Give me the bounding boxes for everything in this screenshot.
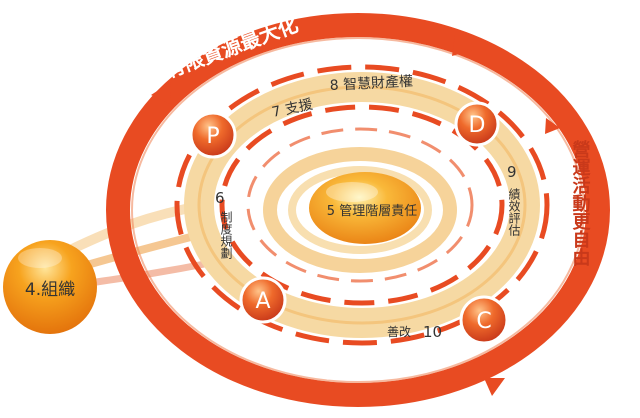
center-node: 5 管理階層責任 xyxy=(309,172,421,244)
act-letter: A xyxy=(255,289,270,314)
do-letter: D xyxy=(469,113,486,138)
outer-right-text: 營運活動更自由 xyxy=(570,139,591,267)
step10-text: 善改 xyxy=(387,324,411,339)
step6-number: 6 xyxy=(215,189,225,207)
outer-ring xyxy=(106,13,610,407)
center-label: 5 管理階層責任 xyxy=(327,204,417,219)
inner-rings xyxy=(263,147,457,273)
outer-arrow-topright-icon xyxy=(452,35,473,56)
check-letter: C xyxy=(476,309,491,334)
plan-node: P xyxy=(189,111,237,159)
step10-number: 10 xyxy=(423,323,442,341)
step6-text: 制度規劃 xyxy=(219,211,233,259)
pdca-nodes: P D C A xyxy=(189,101,509,345)
do-node: D xyxy=(454,101,500,147)
outer-arrow-left-icon xyxy=(151,82,171,104)
organization-node: 4.組織 xyxy=(3,240,97,334)
step9-number: 9 xyxy=(507,163,517,181)
dashed-loops xyxy=(174,64,550,346)
act-node: A xyxy=(239,276,287,324)
step9-text: 績效評估 xyxy=(507,188,521,236)
step8-label: 8 智慧財產權 xyxy=(329,73,413,94)
organization-label: 4.組織 xyxy=(25,280,75,300)
outer-arrow-bottom-icon xyxy=(484,378,505,396)
check-node: C xyxy=(459,295,509,345)
plan-letter: P xyxy=(206,124,219,149)
outer-arrow-right-icon xyxy=(545,118,560,134)
middle-band xyxy=(184,72,540,338)
